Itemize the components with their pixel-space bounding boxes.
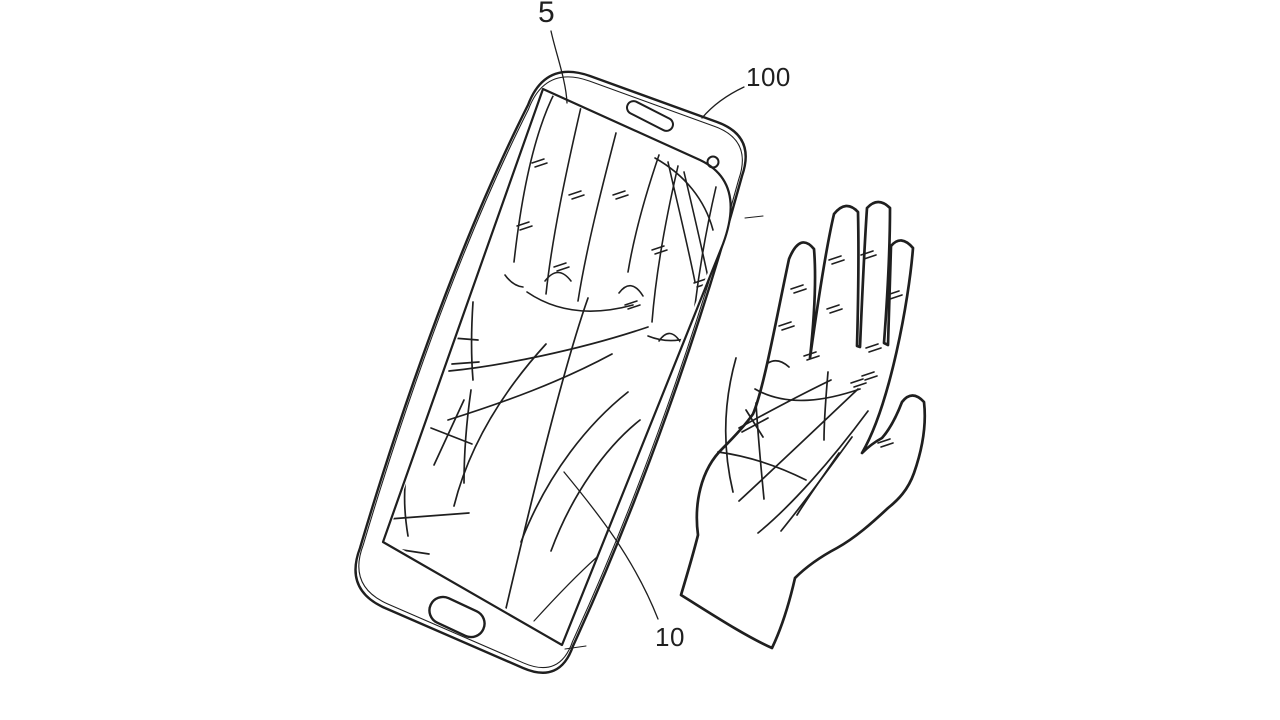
screen-finger-lines	[504, 92, 717, 358]
screen-corner-tick-bottom	[564, 645, 587, 650]
screen-palm-line-tail	[533, 556, 598, 622]
hand-palm-line	[754, 388, 861, 402]
screen-palm-line	[463, 389, 472, 484]
screen-palm-line	[448, 326, 649, 372]
smartphone	[354, 70, 764, 674]
screen-palm-line	[470, 301, 474, 381]
screen-palm-line	[550, 419, 641, 552]
hand-palm-line	[823, 371, 829, 441]
leader-line-10	[563, 471, 659, 620]
hand-palm-line	[745, 409, 764, 438]
hand-outline	[679, 200, 927, 650]
screen-palm-line	[499, 297, 589, 635]
ref-label-palm-image: 10	[655, 622, 685, 652]
screen-finger-edge	[513, 92, 557, 263]
leader-line-5	[550, 30, 568, 104]
reference-leader-lines	[550, 30, 745, 620]
screen-palm-line	[388, 512, 470, 520]
screen-palm-side-edge	[654, 157, 714, 231]
screen-finger-edge	[545, 106, 582, 295]
hand-palm-line	[738, 388, 859, 502]
screen-finger-edge	[667, 161, 696, 283]
hand-palm-line	[755, 402, 765, 500]
home-button-icon	[428, 595, 486, 639]
screen-finger-edge	[577, 132, 617, 302]
screen-finger-web	[544, 271, 572, 282]
hand-palm-line	[796, 452, 840, 516]
screen-palm-line	[433, 399, 465, 466]
hand-palm-lines	[717, 357, 869, 534]
screen-palm-line	[520, 391, 629, 543]
hand-illustration	[679, 200, 927, 650]
hand-palm-line	[738, 379, 832, 429]
phone-screen	[381, 87, 732, 647]
screen-corner-tick-top	[744, 215, 764, 219]
screen-finger-edge	[627, 154, 660, 273]
screen-knuckle-curve	[504, 274, 524, 288]
leader-line-100	[701, 86, 745, 119]
front-camera-icon	[706, 155, 720, 169]
screen-finger-crease-ticks	[516, 158, 710, 310]
speaker-grille-icon	[626, 100, 674, 132]
ref-label-display: 5	[538, 0, 556, 29]
hand-palm-line	[767, 359, 790, 368]
hand-finger-crease-ticks	[778, 250, 903, 448]
screen-palm-line	[451, 361, 480, 365]
hand-palm-line	[741, 417, 769, 433]
screen-knuckle-curve	[526, 291, 634, 312]
screen-palm-line	[453, 343, 547, 507]
ref-label-device-body: 100	[746, 62, 791, 92]
screen-finger-web	[618, 284, 644, 297]
hand-palm-line	[757, 410, 869, 534]
hand-palm-line	[724, 357, 737, 493]
